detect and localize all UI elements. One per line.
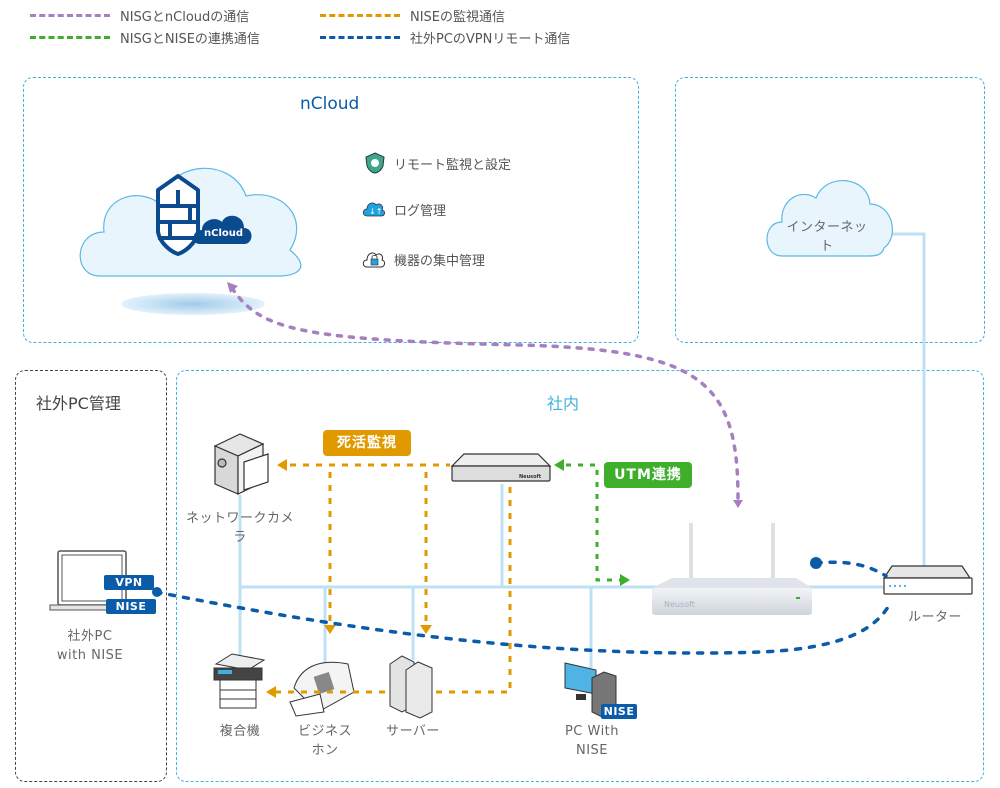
- external-pc-label: 社外PC with NISE: [56, 629, 124, 663]
- feature-label: 機器の集中管理: [394, 253, 486, 269]
- nisg-brand: Neusoft: [664, 600, 695, 609]
- arrow-to-nisg: [620, 574, 630, 586]
- feature-central-management: 機器の集中管理: [362, 248, 485, 270]
- external-pc-zone: [15, 370, 167, 782]
- utm-link-tag: UTM連携: [604, 462, 692, 488]
- business-phone-icon: [289, 661, 355, 717]
- arrow-to-camera: [277, 459, 287, 471]
- mfp-icon: [213, 653, 266, 709]
- arrow-to-server: [420, 625, 432, 634]
- ncloud-cloud-icon: [79, 167, 302, 315]
- legend-label: 社外PCのVPNリモート通信: [410, 32, 571, 47]
- flow-vpn: [152, 557, 892, 655]
- internal-zone: [176, 370, 984, 782]
- server-icon: [389, 655, 433, 719]
- nise-appliance-icon: [450, 453, 552, 482]
- arrow-to-mfp: [266, 686, 276, 698]
- legend-vpn-comm: 社外PCのVPNリモート通信: [320, 28, 570, 47]
- legend-nisg-nise-comm: NISGとNISEの連携通信: [30, 28, 260, 47]
- ncloud-zone-title: nCloud: [300, 94, 360, 114]
- camera-label: ネットワークカメラ: [185, 511, 294, 545]
- vpn-badge: VPN: [104, 575, 154, 590]
- internet-zone: [675, 77, 985, 343]
- internet-label: インターネット: [786, 220, 868, 254]
- ncloud-zone: [23, 77, 639, 343]
- legend-nise-monitor-comm: NISEの監視通信: [320, 6, 505, 25]
- cloud-lock-icon: [362, 252, 385, 268]
- nisg-device-icon: [652, 523, 812, 615]
- ncloud-logo-text: nCloud: [204, 228, 244, 239]
- legend-swatch-blue: [320, 36, 400, 39]
- lan-lines: [238, 232, 926, 668]
- internal-zone-title: 社内: [547, 394, 580, 413]
- feature-label: ログ管理: [394, 203, 447, 219]
- nise-badge: NISE: [106, 599, 156, 614]
- server-label: サーバー: [386, 724, 440, 739]
- lan-internet-router: [890, 232, 926, 568]
- svg-text:↓↑: ↓↑: [369, 207, 382, 216]
- arrow-to-nisg: [733, 500, 743, 508]
- flow-utm-link: [554, 459, 630, 586]
- router-label: ルーター: [907, 610, 962, 625]
- arrow-to-nise-appliance: [554, 459, 564, 471]
- legend-label: NISGとNISEの連携通信: [120, 32, 260, 47]
- vpn-start-dot: [152, 587, 162, 597]
- legend-label: NISEの監視通信: [410, 10, 506, 25]
- nise-appliance-brand: Neusoft: [519, 474, 542, 480]
- legend-swatch-orange: [320, 14, 400, 17]
- legend-label: NISGとnCloudの通信: [120, 10, 250, 25]
- pc-nise-badge: NISE: [601, 704, 637, 719]
- router-icon: [882, 565, 973, 595]
- external-pc-zone-title: 社外PC管理: [36, 394, 121, 413]
- legend-swatch-purple: [30, 14, 110, 17]
- feature-label: リモート監視と設定: [394, 157, 512, 173]
- shield-search-icon: [365, 152, 385, 174]
- legend-ncloud-comm: NISGとnCloudの通信: [30, 6, 249, 25]
- arrow-to-phone: [324, 625, 336, 634]
- business-phone-label: ビジネス ホン: [297, 724, 352, 758]
- cloud-sync-icon: ↓↑: [362, 202, 385, 217]
- arrow-to-ncloud: [227, 282, 238, 293]
- network-camera-icon: [213, 433, 269, 495]
- pc-with-nise-label: PC With NISE: [564, 724, 620, 758]
- flow-nise-monitoring: [275, 463, 512, 694]
- flow-ncloud-nisg: [227, 282, 743, 508]
- feature-remote-monitoring: リモート監視と設定: [364, 152, 511, 174]
- vpn-endpoint-dot: [810, 557, 822, 569]
- internet-cloud-icon: [766, 180, 893, 257]
- alive-monitoring-tag: 死活監視: [323, 430, 411, 456]
- mfp-label: 複合機: [219, 724, 261, 739]
- feature-log-management: ↓↑ ログ管理: [362, 199, 446, 219]
- legend-swatch-green: [30, 36, 110, 39]
